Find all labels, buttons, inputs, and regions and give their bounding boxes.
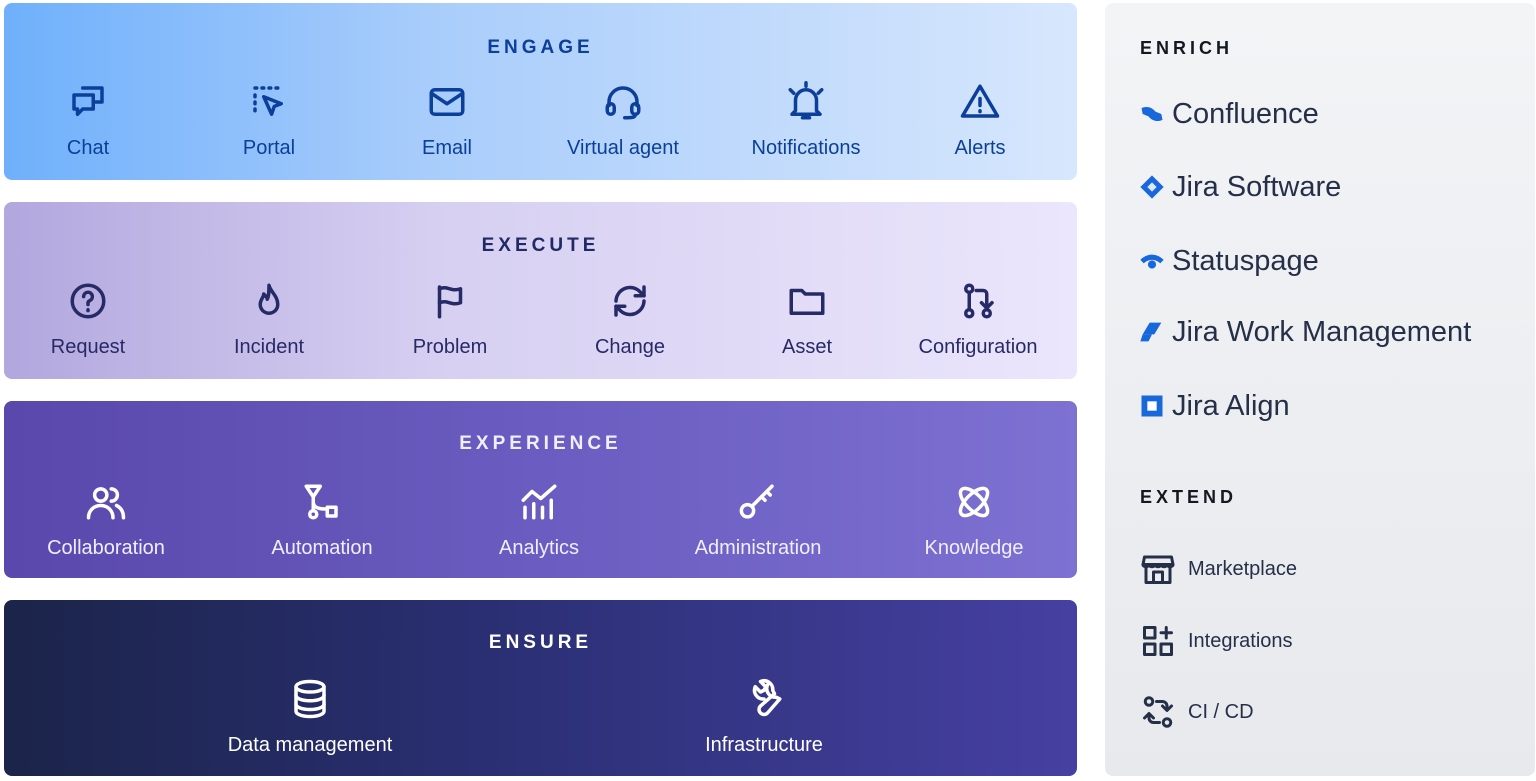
product-jira-align[interactable]: Jira Align — [1138, 388, 1290, 424]
item-label: Automation — [271, 537, 373, 559]
item-label: Portal — [242, 137, 296, 159]
band-engage: ENGAGE Chat Portal Email Virtual agent N… — [4, 3, 1077, 180]
extension-ci-cd[interactable]: CI / CD — [1140, 693, 1254, 731]
extend-heading: EXTEND — [1140, 487, 1238, 507]
item-email[interactable]: Email — [357, 81, 537, 160]
extension-marketplace[interactable]: Marketplace — [1140, 550, 1297, 588]
product-label: Jira Work Management — [1172, 315, 1472, 348]
storefront-icon — [1140, 551, 1176, 587]
item-administration[interactable]: Administration — [668, 481, 848, 560]
jira-work-management-logo — [1138, 318, 1166, 346]
extension-label: Integrations — [1188, 629, 1293, 652]
atom-icon — [953, 481, 995, 523]
item-knowledge[interactable]: Knowledge — [884, 481, 1064, 560]
cicd-icon — [1140, 694, 1176, 730]
item-label: Configuration — [918, 336, 1038, 358]
item-alerts[interactable]: Alerts — [890, 81, 1070, 160]
item-label: Problem — [412, 336, 488, 358]
item-label: Asset — [781, 336, 833, 358]
product-confluence[interactable]: Confluence — [1138, 96, 1319, 132]
branch-icon — [957, 280, 999, 322]
item-notifications[interactable]: Notifications — [716, 81, 896, 160]
item-virtual-agent[interactable]: Virtual agent — [533, 81, 713, 160]
people-icon — [85, 481, 127, 523]
item-label: Email — [421, 137, 472, 159]
item-asset[interactable]: Asset — [717, 280, 897, 359]
item-label: Notifications — [751, 137, 861, 159]
bell-icon — [785, 81, 827, 123]
item-automation[interactable]: Automation — [232, 481, 412, 560]
item-problem[interactable]: Problem — [360, 280, 540, 359]
portal-icon — [248, 81, 290, 123]
database-icon — [289, 678, 331, 720]
extension-label: CI / CD — [1188, 700, 1254, 723]
item-incident[interactable]: Incident — [179, 280, 359, 359]
product-statuspage[interactable]: Statuspage — [1138, 243, 1319, 279]
band-title-ensure: ENSURE — [488, 632, 593, 653]
item-infrastructure[interactable]: Infrastructure — [674, 678, 854, 757]
item-label: Data management — [227, 734, 393, 756]
jira-software-logo — [1138, 173, 1166, 201]
apps-add-icon — [1140, 623, 1176, 659]
question-icon — [67, 280, 109, 322]
band-execute: EXECUTE Request Incident Problem Change … — [4, 202, 1077, 379]
item-data-management[interactable]: Data management — [220, 678, 400, 757]
statuspage-logo — [1138, 247, 1166, 275]
extension-integrations[interactable]: Integrations — [1140, 622, 1293, 660]
product-label: Jira Align — [1172, 389, 1290, 422]
headset-icon — [602, 81, 644, 123]
band-title-experience: EXPERIENCE — [459, 433, 622, 454]
item-analytics[interactable]: Analytics — [449, 481, 629, 560]
warning-icon — [959, 81, 1001, 123]
band-ensure: ENSURE Data management Infrastructure — [4, 600, 1077, 776]
analytics-icon — [518, 481, 560, 523]
enrich-heading: ENRICH — [1140, 38, 1234, 58]
band-title-engage: ENGAGE — [487, 37, 594, 58]
refresh-icon — [609, 280, 651, 322]
confluence-logo — [1138, 100, 1166, 128]
side-panel: ENRICH Confluence Jira Software Statuspa… — [1105, 3, 1535, 776]
workflow-icon — [301, 481, 343, 523]
item-label: Request — [50, 336, 126, 358]
item-label: Administration — [694, 537, 822, 559]
product-label: Jira Software — [1172, 170, 1342, 203]
folder-icon — [786, 280, 828, 322]
item-chat[interactable]: Chat — [0, 81, 178, 160]
item-label: Virtual agent — [567, 137, 679, 159]
item-collaboration[interactable]: Collaboration — [16, 481, 196, 560]
item-request[interactable]: Request — [0, 280, 178, 359]
item-change[interactable]: Change — [540, 280, 720, 359]
item-label: Chat — [66, 137, 110, 159]
product-jira-software[interactable]: Jira Software — [1138, 169, 1341, 205]
item-label: Knowledge — [924, 537, 1024, 559]
item-label: Collaboration — [47, 537, 165, 559]
item-label: Analytics — [498, 537, 580, 559]
item-configuration[interactable]: Configuration — [888, 280, 1068, 359]
flame-icon — [248, 280, 290, 322]
product-label: Confluence — [1172, 97, 1319, 130]
jira-align-logo — [1138, 392, 1166, 420]
item-portal[interactable]: Portal — [179, 81, 359, 160]
band-title-execute: EXECUTE — [481, 235, 600, 256]
item-label: Infrastructure — [705, 734, 823, 756]
item-label: Change — [594, 336, 666, 358]
wrench-icon — [743, 678, 785, 720]
key-icon — [737, 481, 779, 523]
product-label: Statuspage — [1172, 244, 1319, 277]
chat-icon — [67, 81, 109, 123]
flag-icon — [429, 280, 471, 322]
extension-label: Marketplace — [1188, 557, 1297, 580]
band-experience: EXPERIENCE Collaboration Automation Anal… — [4, 401, 1077, 578]
product-jira-work-management[interactable]: Jira Work Management — [1138, 314, 1471, 350]
email-icon — [426, 81, 468, 123]
item-label: Alerts — [954, 137, 1006, 159]
item-label: Incident — [233, 336, 305, 358]
